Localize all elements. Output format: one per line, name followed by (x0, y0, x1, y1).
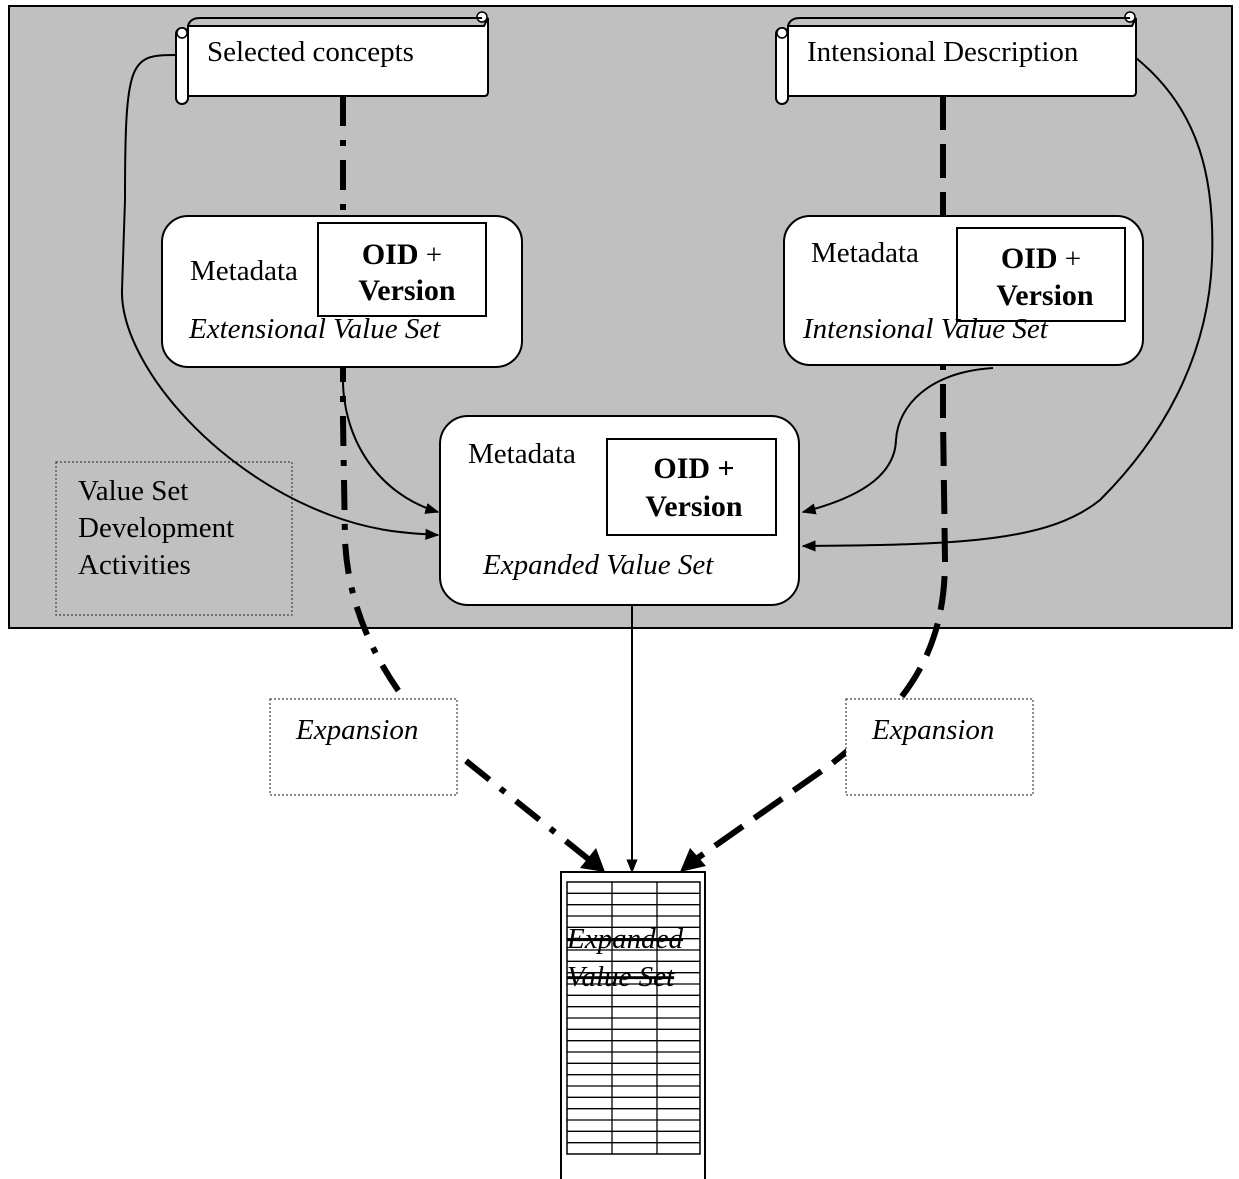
table-label-line-1: Expanded (566, 923, 683, 955)
extensional-metadata-label: Metadata (190, 255, 298, 287)
scroll-intensional-description: Intensional Description (775, 11, 1137, 105)
development-activities-box: Value Set Development Activities (55, 461, 293, 616)
expansion-label-left-box: Expansion (269, 698, 458, 796)
extensional-caption: Extensional Value Set (188, 313, 441, 345)
expansion-label-left: Expansion (295, 714, 418, 746)
extensional-expansion-arrowhead (580, 848, 605, 872)
extensional-to-expanded-connector (341, 369, 440, 514)
expanded-value-set-box: Metadata OID + Version Expanded Value Se… (439, 415, 800, 606)
intensional-oid-label: OID + (1001, 242, 1081, 275)
intensional-caption: Intensional Value Set (802, 313, 1049, 345)
expanded-oid-label: OID + (653, 452, 734, 485)
expanded-version-label: Version (645, 490, 743, 523)
table-label-line-2: Value Set (567, 961, 675, 993)
scroll-selected-label: Selected concepts (207, 36, 414, 68)
region-label-line-2: Development (78, 512, 234, 544)
intensional-metadata-label: Metadata (811, 237, 919, 269)
intensional-expansion-arrowhead (680, 848, 706, 872)
expanded-metadata-label: Metadata (468, 438, 576, 470)
region-label-line-1: Value Set (78, 475, 188, 507)
table-grid (567, 882, 700, 1154)
extensional-version-label: Version (358, 274, 456, 307)
scroll-intensional-label: Intensional Description (807, 36, 1079, 68)
expanded-caption: Expanded Value Set (482, 549, 714, 581)
expansion-label-right-box: Expansion (845, 698, 1034, 796)
selected-to-expanded-connector (120, 54, 440, 540)
scroll-selected-concepts: Selected concepts (175, 11, 489, 105)
intensional-to-expanded-connector (801, 367, 994, 515)
region-label-line-3: Activities (78, 549, 191, 581)
extensional-oid-label: OID + (362, 238, 442, 271)
expanded-value-set-table: Expanded Value Set (560, 871, 706, 1179)
expansion-label-right: Expansion (871, 714, 994, 746)
intensional-version-label: Version (996, 279, 1094, 312)
intensional-description-to-expanded-connector (801, 57, 1214, 552)
extensional-value-set-box: Metadata OID + Version Extensional Value… (161, 215, 523, 368)
intensional-value-set-box: Metadata OID + Version Intensional Value… (783, 215, 1144, 366)
